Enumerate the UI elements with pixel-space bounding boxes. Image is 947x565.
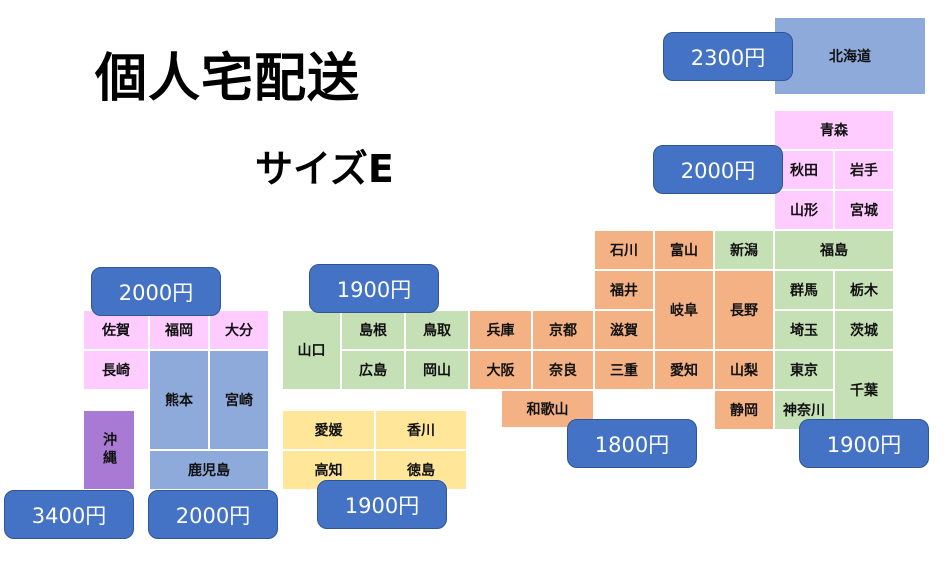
pref-fukui: 福井 [594, 270, 654, 310]
pref-gunma: 群馬 [774, 270, 834, 310]
price-hokkaido: 2300円 [663, 32, 793, 81]
pref-niigata: 新潟 [714, 230, 774, 270]
pref-shizuoka: 静岡 [714, 390, 774, 430]
page-subtitle: サイズE [255, 147, 394, 191]
pref-tokyo: 東京 [774, 350, 834, 390]
pref-kagawa: 香川 [375, 410, 467, 450]
pref-tochigi: 栃木 [834, 270, 894, 310]
pref-saitama: 埼玉 [774, 310, 834, 350]
pref-ishikawa: 石川 [594, 230, 654, 270]
pref-aomori: 青森 [774, 110, 894, 150]
pref-kumamoto: 熊本 [149, 350, 209, 450]
price-chugoku: 1900円 [309, 264, 439, 313]
pref-hokkaido: 北海道 [774, 17, 926, 95]
pref-ehime: 愛媛 [282, 410, 375, 450]
pref-yamanashi: 山梨 [714, 350, 774, 390]
pref-yamaguchi: 山口 [282, 310, 341, 390]
pref-aichi: 愛知 [654, 350, 714, 390]
pref-mie: 三重 [594, 350, 654, 390]
price-okinawa: 3400円 [4, 490, 134, 539]
pref-shimane: 島根 [341, 310, 405, 350]
pref-iwate: 岩手 [834, 150, 894, 190]
pref-osaka: 大阪 [469, 350, 532, 390]
pref-hyogo: 兵庫 [469, 310, 532, 350]
price-tohoku: 2000円 [653, 145, 783, 194]
pref-kyoto: 京都 [532, 310, 594, 350]
pref-chiba: 千葉 [834, 350, 894, 430]
pref-kagoshima: 鹿児島 [149, 450, 269, 490]
pref-hiroshima: 広島 [341, 350, 405, 390]
pref-oita: 大分 [209, 310, 269, 350]
page-title: 個人宅配送 [95, 49, 361, 109]
pref-gifu: 岐阜 [654, 270, 714, 350]
price-shikoku: 1900円 [317, 480, 447, 529]
pref-miyazaki: 宮崎 [209, 350, 269, 450]
pref-nagasaki: 長崎 [83, 350, 149, 390]
pref-miyagi: 宮城 [834, 190, 894, 230]
pref-nagano: 長野 [714, 270, 774, 350]
price-kanto: 1900円 [799, 419, 929, 468]
price-kyushu-south: 2000円 [148, 490, 278, 539]
price-kansai-chubu: 1800円 [567, 419, 697, 468]
pref-okayama: 岡山 [405, 350, 469, 390]
pref-saga: 佐賀 [83, 310, 149, 350]
pref-fukuoka: 福岡 [149, 310, 209, 350]
price-kyushu-north: 2000円 [91, 267, 221, 316]
pref-nara: 奈良 [532, 350, 594, 390]
pref-akita: 秋田 [774, 150, 834, 190]
pref-toyama: 富山 [654, 230, 714, 270]
pref-shiga: 滋賀 [594, 310, 654, 350]
pref-yamagata: 山形 [774, 190, 834, 230]
pref-fukushima: 福島 [774, 230, 894, 270]
pref-tottori: 鳥取 [405, 310, 469, 350]
pref-okinawa: 沖縄 [83, 410, 135, 490]
pref-ibaraki: 茨城 [834, 310, 894, 350]
